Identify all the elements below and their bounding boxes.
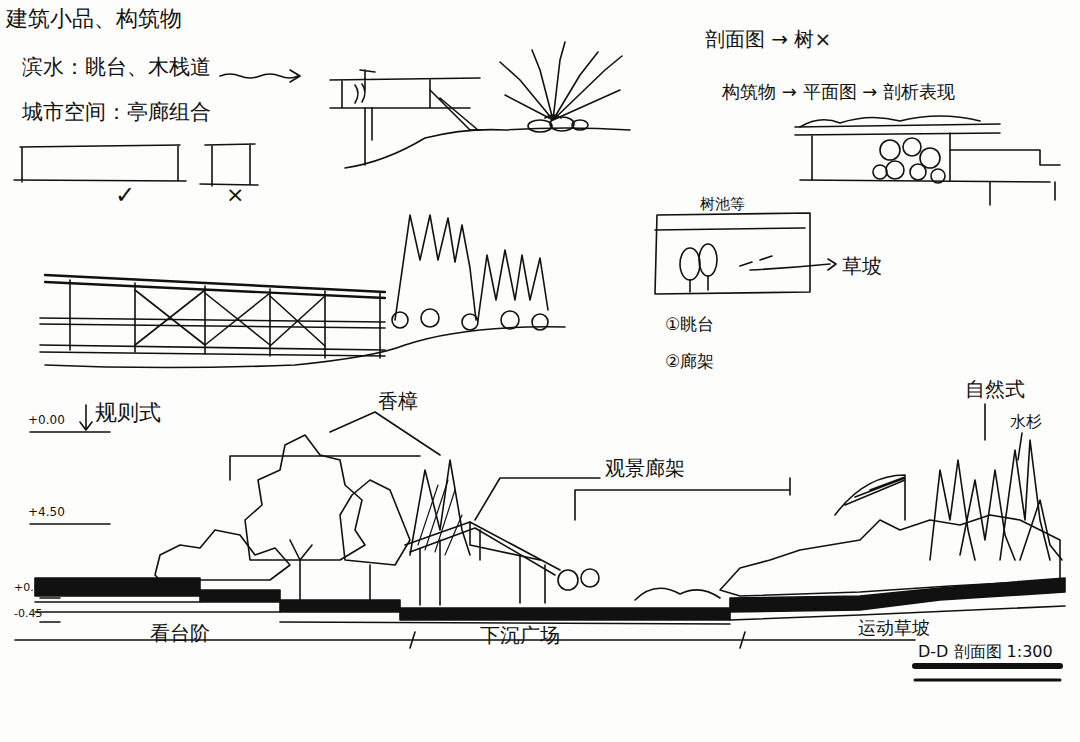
elevation-mark: +0.00 <box>14 582 48 595</box>
zone-label: 运动草坡 <box>858 618 930 639</box>
plant-label: 水杉 <box>1010 413 1042 431</box>
note-text: 滨水：眺台、木栈道 <box>22 55 211 79</box>
style-label: 规则式 <box>95 400 161 425</box>
note-text: 剖面图 → 树× <box>705 28 831 51</box>
zone-label: 看台阶 <box>150 622 210 645</box>
note-text: 构筑物 → 平面图 → 剖析表现 <box>722 82 955 103</box>
elevation-mark: -0.45 <box>14 608 42 621</box>
elevation-mark: +0.00 <box>28 414 65 428</box>
check-mark: ✓ <box>115 182 135 210</box>
section-title: D-D 剖面图 1:300 <box>918 643 1053 661</box>
part-label: 草坡 <box>842 255 882 278</box>
style-label: 自然式 <box>965 378 1025 401</box>
zone-label: 下沉广场 <box>480 624 560 647</box>
list-item: ②廊架 <box>665 352 714 372</box>
note-text: 城市空间：亭廊组合 <box>22 100 211 124</box>
sketch-title: 建筑小品、构筑物 <box>6 6 182 31</box>
plant-label: 香樟 <box>378 390 418 413</box>
part-label: 观景廊架 <box>605 457 685 480</box>
cross-mark: × <box>226 182 244 207</box>
part-label: 树池等 <box>700 196 745 213</box>
elevation-mark: +4.50 <box>28 506 65 520</box>
list-item: ①眺台 <box>665 315 714 335</box>
